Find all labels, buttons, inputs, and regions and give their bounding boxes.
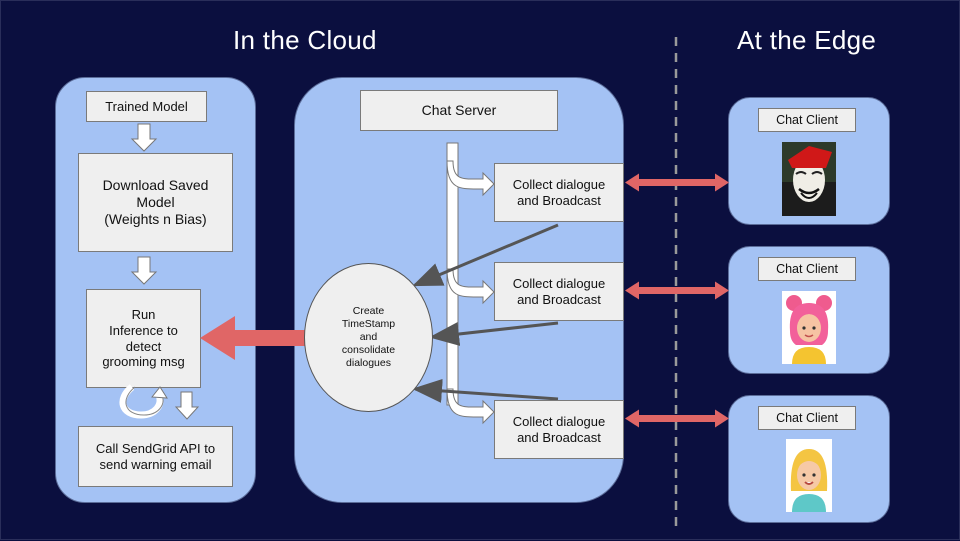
cloud-heading: In the Cloud	[233, 25, 377, 55]
loop-arrow-icon	[119, 384, 164, 419]
collect-broadcast-box-2: Collect dialogue and Broadcast	[494, 262, 624, 321]
edge-heading: At the Edge	[737, 25, 877, 55]
client-link-arrow	[625, 409, 729, 428]
loop-arrow-icon	[125, 386, 164, 416]
loop-arrowhead-icon	[151, 386, 168, 399]
chat-server-box: Chat Server	[360, 90, 558, 131]
collect-broadcast-box-1: Collect dialogue and Broadcast	[494, 163, 624, 222]
timestamp-to-inference-arrow	[200, 316, 305, 360]
trained-model-box: Trained Model	[86, 91, 207, 122]
branch-arrow-icon	[446, 268, 495, 305]
chat-client-label-3: Chat Client	[758, 406, 856, 430]
masked-hacker-avatar-icon	[782, 142, 836, 216]
collect-to-timestamp-arrow	[429, 321, 559, 346]
chat-client-label-2: Chat Client	[758, 257, 856, 281]
blonde-girl-avatar-icon	[786, 439, 832, 512]
branch-arrow-icon	[446, 388, 495, 425]
collect-broadcast-box-3: Collect dialogue and Broadcast	[494, 400, 624, 459]
download-model-box: Download Saved Model (Weights n Bias)	[78, 153, 233, 252]
down-arrow-icon	[130, 123, 158, 152]
pink-hair-girl-avatar-icon	[782, 291, 836, 364]
timestamp-ellipse: Create TimeStamp and consolidate dialogu…	[304, 263, 433, 412]
chat-client-label-1: Chat Client	[758, 108, 856, 132]
run-inference-box: Run Inference to detect grooming msg	[86, 289, 201, 388]
client-link-arrow	[625, 281, 729, 300]
collect-to-timestamp-arrow	[412, 378, 559, 403]
down-arrow-icon	[174, 391, 200, 420]
branch-arrow-icon	[446, 160, 495, 197]
collect-to-timestamp-arrow	[412, 223, 559, 287]
down-arrow-icon	[130, 256, 158, 285]
client-link-arrow	[625, 173, 729, 192]
sendgrid-box: Call SendGrid API to send warning email	[78, 426, 233, 487]
